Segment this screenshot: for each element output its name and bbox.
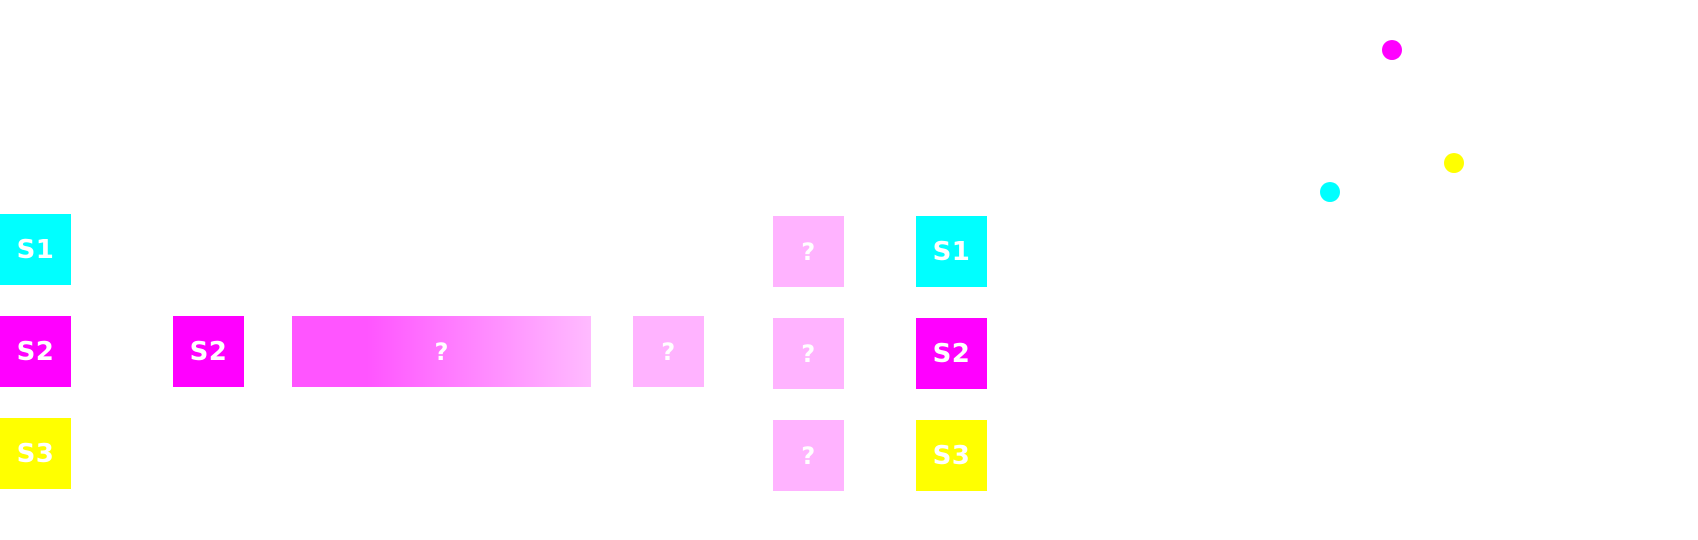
cyan-dot (1320, 182, 1340, 202)
unknown-tile-3: ? (773, 420, 844, 491)
transform-result-tile: ? (633, 316, 704, 387)
transform-bar: ? (292, 316, 591, 387)
output-tile-s1: S1 (916, 216, 987, 287)
input-tile-s1: S1 (0, 214, 71, 285)
yellow-dot (1444, 153, 1464, 173)
input-tile-s3: S3 (0, 418, 71, 489)
input-tile-s2: S2 (0, 316, 71, 387)
magenta-dot (1382, 40, 1402, 60)
output-tile-s3: S3 (916, 420, 987, 491)
unknown-tile-2: ? (773, 318, 844, 389)
unknown-tile-1: ? (773, 216, 844, 287)
selected-tile-s2: S2 (173, 316, 244, 387)
output-tile-s2: S2 (916, 318, 987, 389)
